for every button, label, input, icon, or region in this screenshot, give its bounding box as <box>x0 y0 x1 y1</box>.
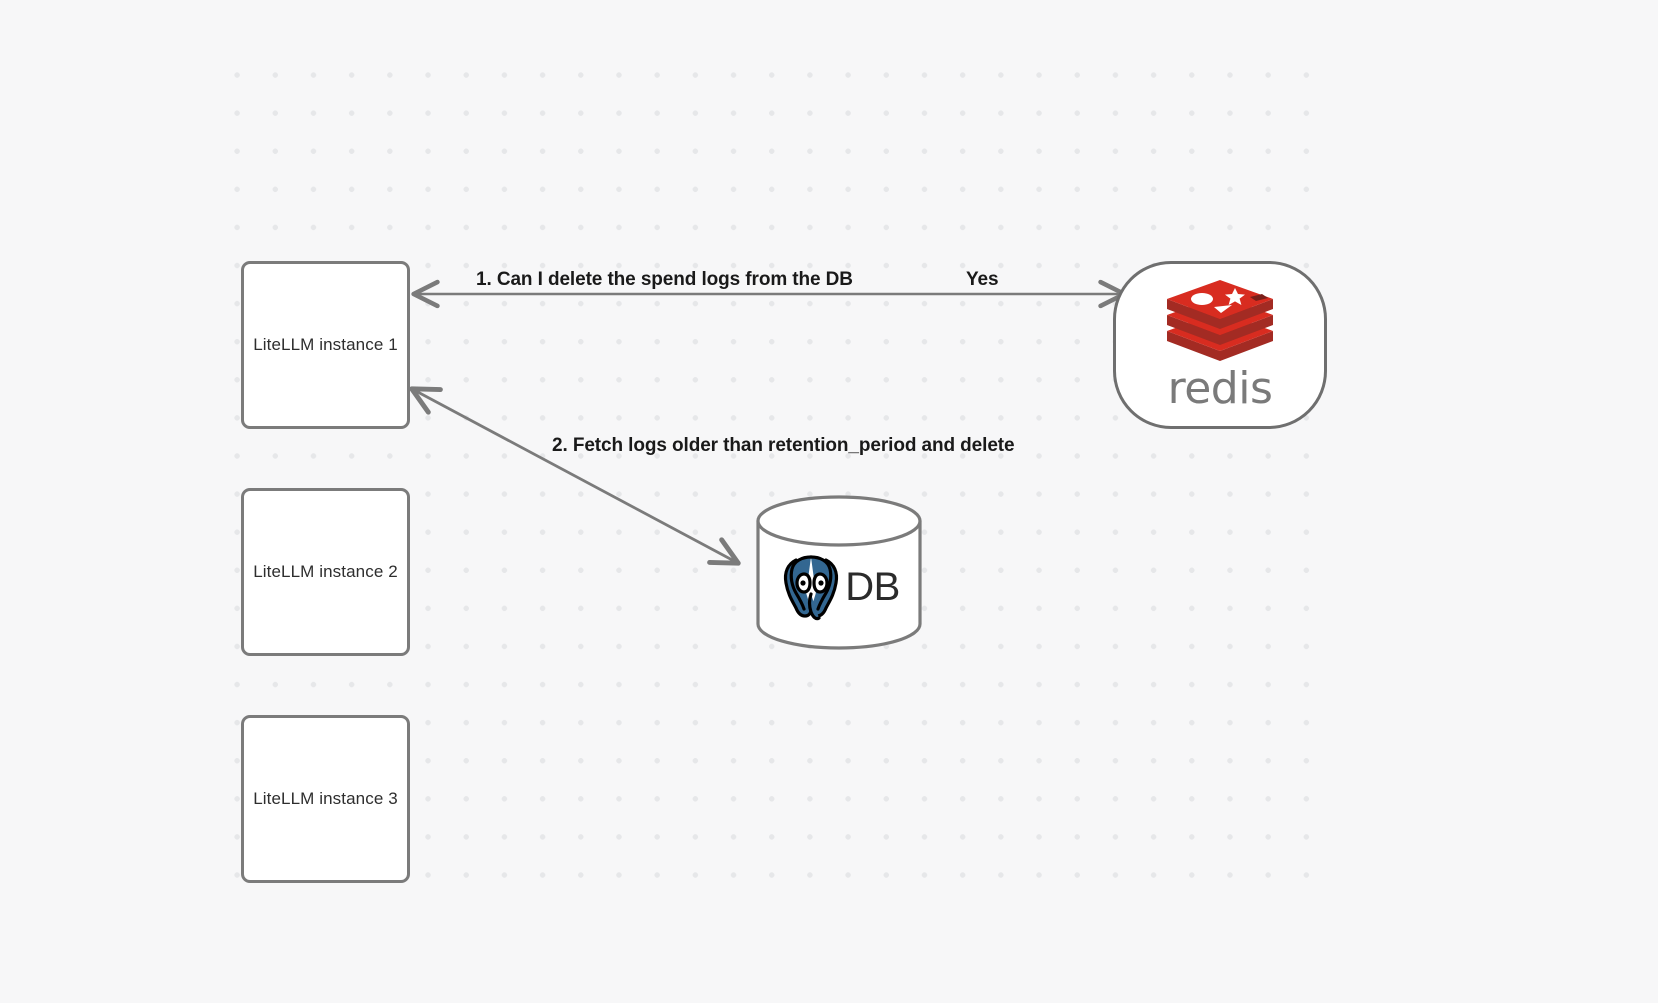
node-litellm-instance-1[interactable]: LiteLLM instance 1 <box>241 261 410 429</box>
node-redis[interactable]: redis <box>1113 261 1327 429</box>
edge-label-1: 1. Can I delete the spend logs from the … <box>476 269 853 290</box>
node-litellm-instance-2[interactable]: LiteLLM instance 2 <box>241 488 410 656</box>
node-label: LiteLLM instance 2 <box>253 562 398 581</box>
node-label: LiteLLM instance 3 <box>253 789 398 808</box>
redis-logo-icon <box>1167 280 1273 361</box>
redis-wordmark: redis <box>1167 363 1273 414</box>
node-database[interactable]: DB <box>754 495 924 650</box>
db-content: DB <box>754 547 924 627</box>
edge-litellm1-db <box>409 386 741 566</box>
postgresql-elephant-icon <box>784 555 839 621</box>
edge-label-2: 2. Fetch logs older than retention_perio… <box>552 435 1015 456</box>
node-label: LiteLLM instance 1 <box>253 335 398 354</box>
cylinder-shape-icon <box>756 495 922 650</box>
edge-label-1-answer: Yes <box>966 269 999 290</box>
node-litellm-instance-3[interactable]: LiteLLM instance 3 <box>241 715 410 883</box>
db-label: DB <box>845 565 900 609</box>
